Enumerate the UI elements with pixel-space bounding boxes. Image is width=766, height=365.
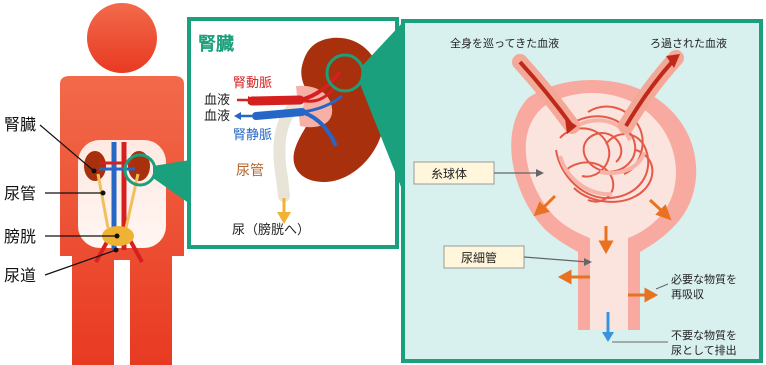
- excrete-label-line2: 尿として排出: [671, 343, 737, 357]
- blood-in-label: 血液: [204, 93, 230, 108]
- renal-vein: [256, 112, 302, 116]
- filtered-blood-label: ろ過された血液: [650, 36, 727, 50]
- tubule-label: 尿細管: [461, 250, 497, 265]
- reabsorb-label-line1: 必要な物質を: [671, 272, 737, 286]
- figure-head: [87, 3, 157, 73]
- renal-artery: [252, 100, 300, 101]
- glomerulus-label: 糸球体: [431, 167, 467, 181]
- urine-label: 尿（膀胱へ）: [232, 222, 310, 238]
- incoming-blood-label: 全身を巡ってきた血液: [450, 36, 559, 50]
- kidney-panel-title: 腎臓: [198, 34, 234, 55]
- label-ureter: 尿管: [4, 184, 36, 203]
- blood-out-label: 血液: [204, 109, 230, 124]
- excrete-label-line1: 不要な物質を: [671, 328, 737, 342]
- renal-vein-label: 腎静脈: [233, 128, 272, 143]
- reabsorb-label-line2: 再吸収: [671, 288, 704, 301]
- ureter-label: 尿管: [236, 163, 264, 179]
- nephron-panel: [403, 21, 761, 361]
- label-bladder: 膀胱: [4, 227, 36, 246]
- label-urethra: 尿道: [4, 266, 36, 285]
- renal-artery-label: 腎動脈: [233, 76, 272, 91]
- label-kidney: 腎臓: [4, 115, 36, 134]
